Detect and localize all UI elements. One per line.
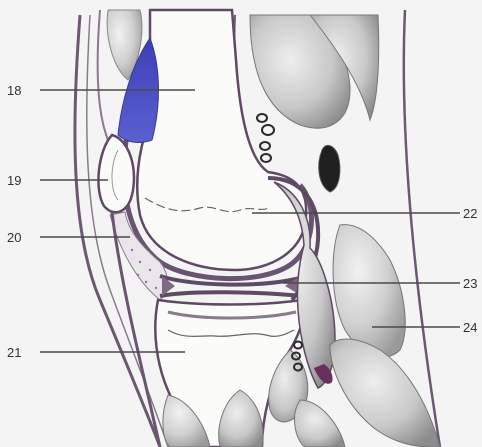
label-24: 24	[463, 320, 477, 335]
label-18: 18	[7, 83, 21, 98]
label-23: 23	[463, 276, 477, 291]
label-20: 20	[7, 230, 21, 245]
label-22: 22	[463, 206, 477, 221]
label-21: 21	[7, 345, 21, 360]
label-19: 19	[7, 173, 21, 188]
